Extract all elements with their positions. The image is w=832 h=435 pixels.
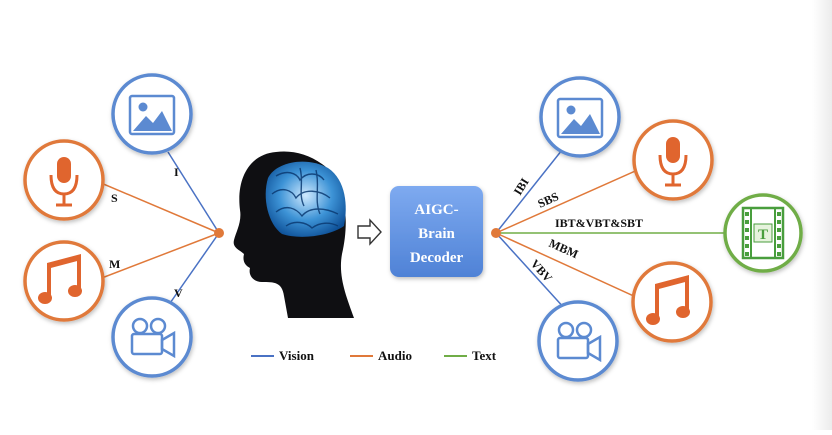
aigc-brain-decoder-box: AIGC- Brain Decoder: [390, 186, 483, 277]
line-junction-to-image: [495, 149, 563, 234]
right-music-node: [631, 261, 713, 343]
right-speech-node: [632, 119, 714, 201]
right-arrow-icon: [357, 218, 382, 246]
left-speech-node: [23, 139, 105, 221]
legend-item-vision: Vision: [251, 348, 315, 363]
line-junction-to-music: [495, 232, 639, 299]
diagram-canvas: I S M V: [23, 73, 803, 382]
decoder-title-line-1: AIGC-: [414, 202, 458, 218]
page-edge-shade: [812, 0, 832, 430]
legend-label-text: Text: [472, 348, 497, 363]
edge-label-speech: S: [111, 191, 118, 205]
right-junction-dot: [491, 228, 501, 238]
image-icon: [128, 94, 176, 136]
edge-label-music: M: [109, 257, 120, 271]
right-video-node: [537, 300, 619, 382]
edge-label-ibt-vbt-sbt: IBT&VBT&SBT: [555, 216, 643, 230]
text-film-icon: T: [741, 206, 785, 260]
legend-label-vision: Vision: [279, 348, 315, 363]
line-video-to-junction: [167, 232, 220, 307]
left-junction-dot: [214, 228, 224, 238]
human-head-brain-icon: [233, 151, 354, 318]
decoder-title-line-3: Decoder: [410, 250, 464, 266]
line-junction-to-video: [495, 232, 567, 311]
decoder-title-line-2: Brain: [418, 226, 455, 242]
image-icon: [556, 97, 604, 139]
line-image-to-junction: [167, 151, 220, 234]
right-connections: [491, 149, 726, 311]
legend-item-audio: Audio: [350, 348, 412, 363]
music-note-icon: [38, 254, 82, 304]
svg-text:T: T: [758, 227, 768, 243]
line-music-to-junction: [93, 232, 220, 282]
microphone-icon: [658, 137, 688, 187]
edge-label-mbm: MBM: [547, 236, 581, 261]
left-image-node: [111, 73, 193, 155]
left-music-node: [23, 240, 105, 322]
edge-label-ibi: IBI: [511, 175, 532, 197]
microphone-icon: [49, 157, 79, 207]
edge-label-image: I: [174, 165, 179, 179]
edge-label-vbv: VBV: [528, 257, 556, 285]
legend: Vision Audio Text: [251, 348, 497, 363]
edge-label-video: V: [174, 286, 183, 300]
line-junction-to-speech: [495, 167, 643, 234]
legend-item-text: Text: [444, 348, 497, 363]
video-camera-icon: [556, 321, 602, 363]
edge-label-sbs: SBS: [536, 189, 561, 211]
left-video-node: [111, 296, 193, 378]
right-text-node: T: [723, 193, 803, 273]
video-camera-icon: [130, 317, 176, 359]
legend-label-audio: Audio: [378, 348, 412, 363]
right-image-node: [539, 76, 621, 158]
left-connections: [93, 151, 224, 307]
music-note-icon: [646, 275, 690, 325]
line-speech-to-junction: [93, 179, 220, 234]
